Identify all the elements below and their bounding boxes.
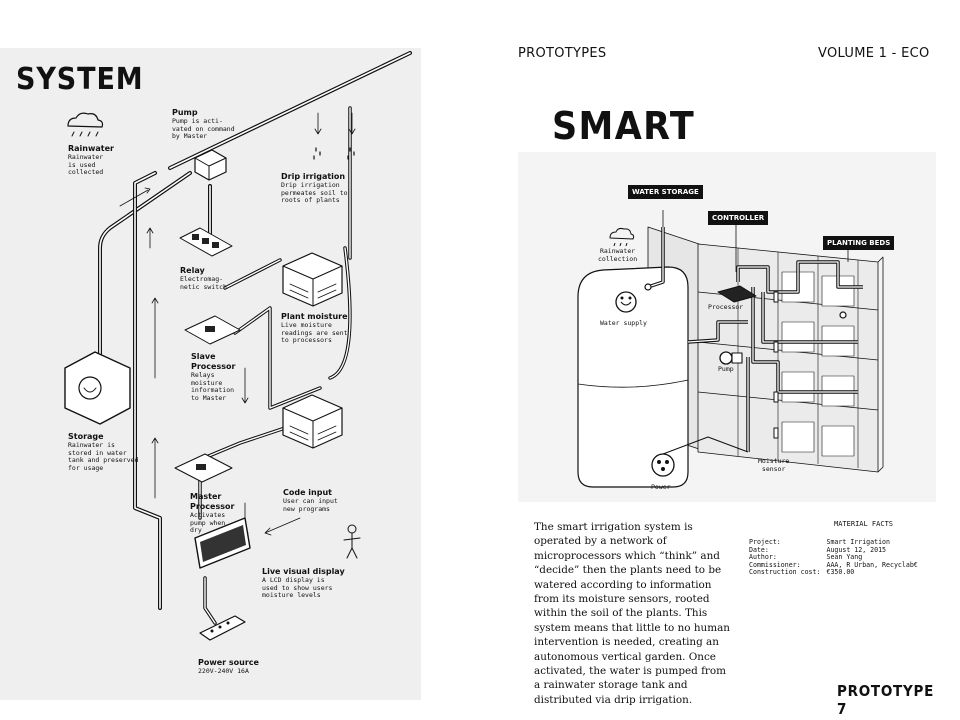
label-moisture-sensor: Moisture sensor: [758, 457, 790, 473]
tag-controller: CONTROLLER: [708, 211, 769, 225]
label-water-supply: Water supply: [600, 319, 647, 327]
prototype-number: PROTOTYPE 7: [837, 682, 935, 718]
header-section: PROTOTYPES: [518, 46, 607, 61]
facts-row: Commissioner:AAA, R Urban, Recyclab€: [749, 560, 918, 569]
label-processor: Processor: [708, 303, 744, 311]
facts-row: Project:Smart Irrigation: [749, 538, 890, 546]
facts-row: Author:Sean Yang: [749, 553, 863, 562]
header-volume: VOLUME 1 - ECO: [818, 46, 930, 61]
irrigation-illustration: WATER STORAGE CONTROLLER PLANTING BEDS R…: [518, 152, 936, 502]
system-title: SYSTEM: [16, 62, 144, 97]
tag-water-storage: WATER STORAGE: [628, 185, 703, 199]
material-facts-title: MATERIAL FACTS: [834, 520, 894, 528]
facts-row: Date:August 12, 2015: [749, 545, 887, 554]
label-pump-illus: Pump: [718, 365, 734, 373]
system-page: SYSTEM: [0, 48, 421, 700]
tag-planting-beds: PLANTING BEDS: [823, 236, 895, 250]
label-rainwater-collection: Rainwater collection: [598, 247, 638, 263]
label-power: Power: [651, 483, 671, 491]
material-facts-table: Project:Smart Irrigation Date:August 12,…: [749, 538, 924, 577]
description-text: The smart irrigation system is operated …: [534, 521, 730, 706]
smart-irrigation-page: PROTOTYPES VOLUME 1 - ECO SMART IRRIGATI…: [500, 0, 960, 720]
vertical-garden-drawing: [577, 210, 884, 488]
system-diagram: [64, 51, 412, 641]
facts-row: Construction cost:€350.00: [749, 568, 855, 577]
